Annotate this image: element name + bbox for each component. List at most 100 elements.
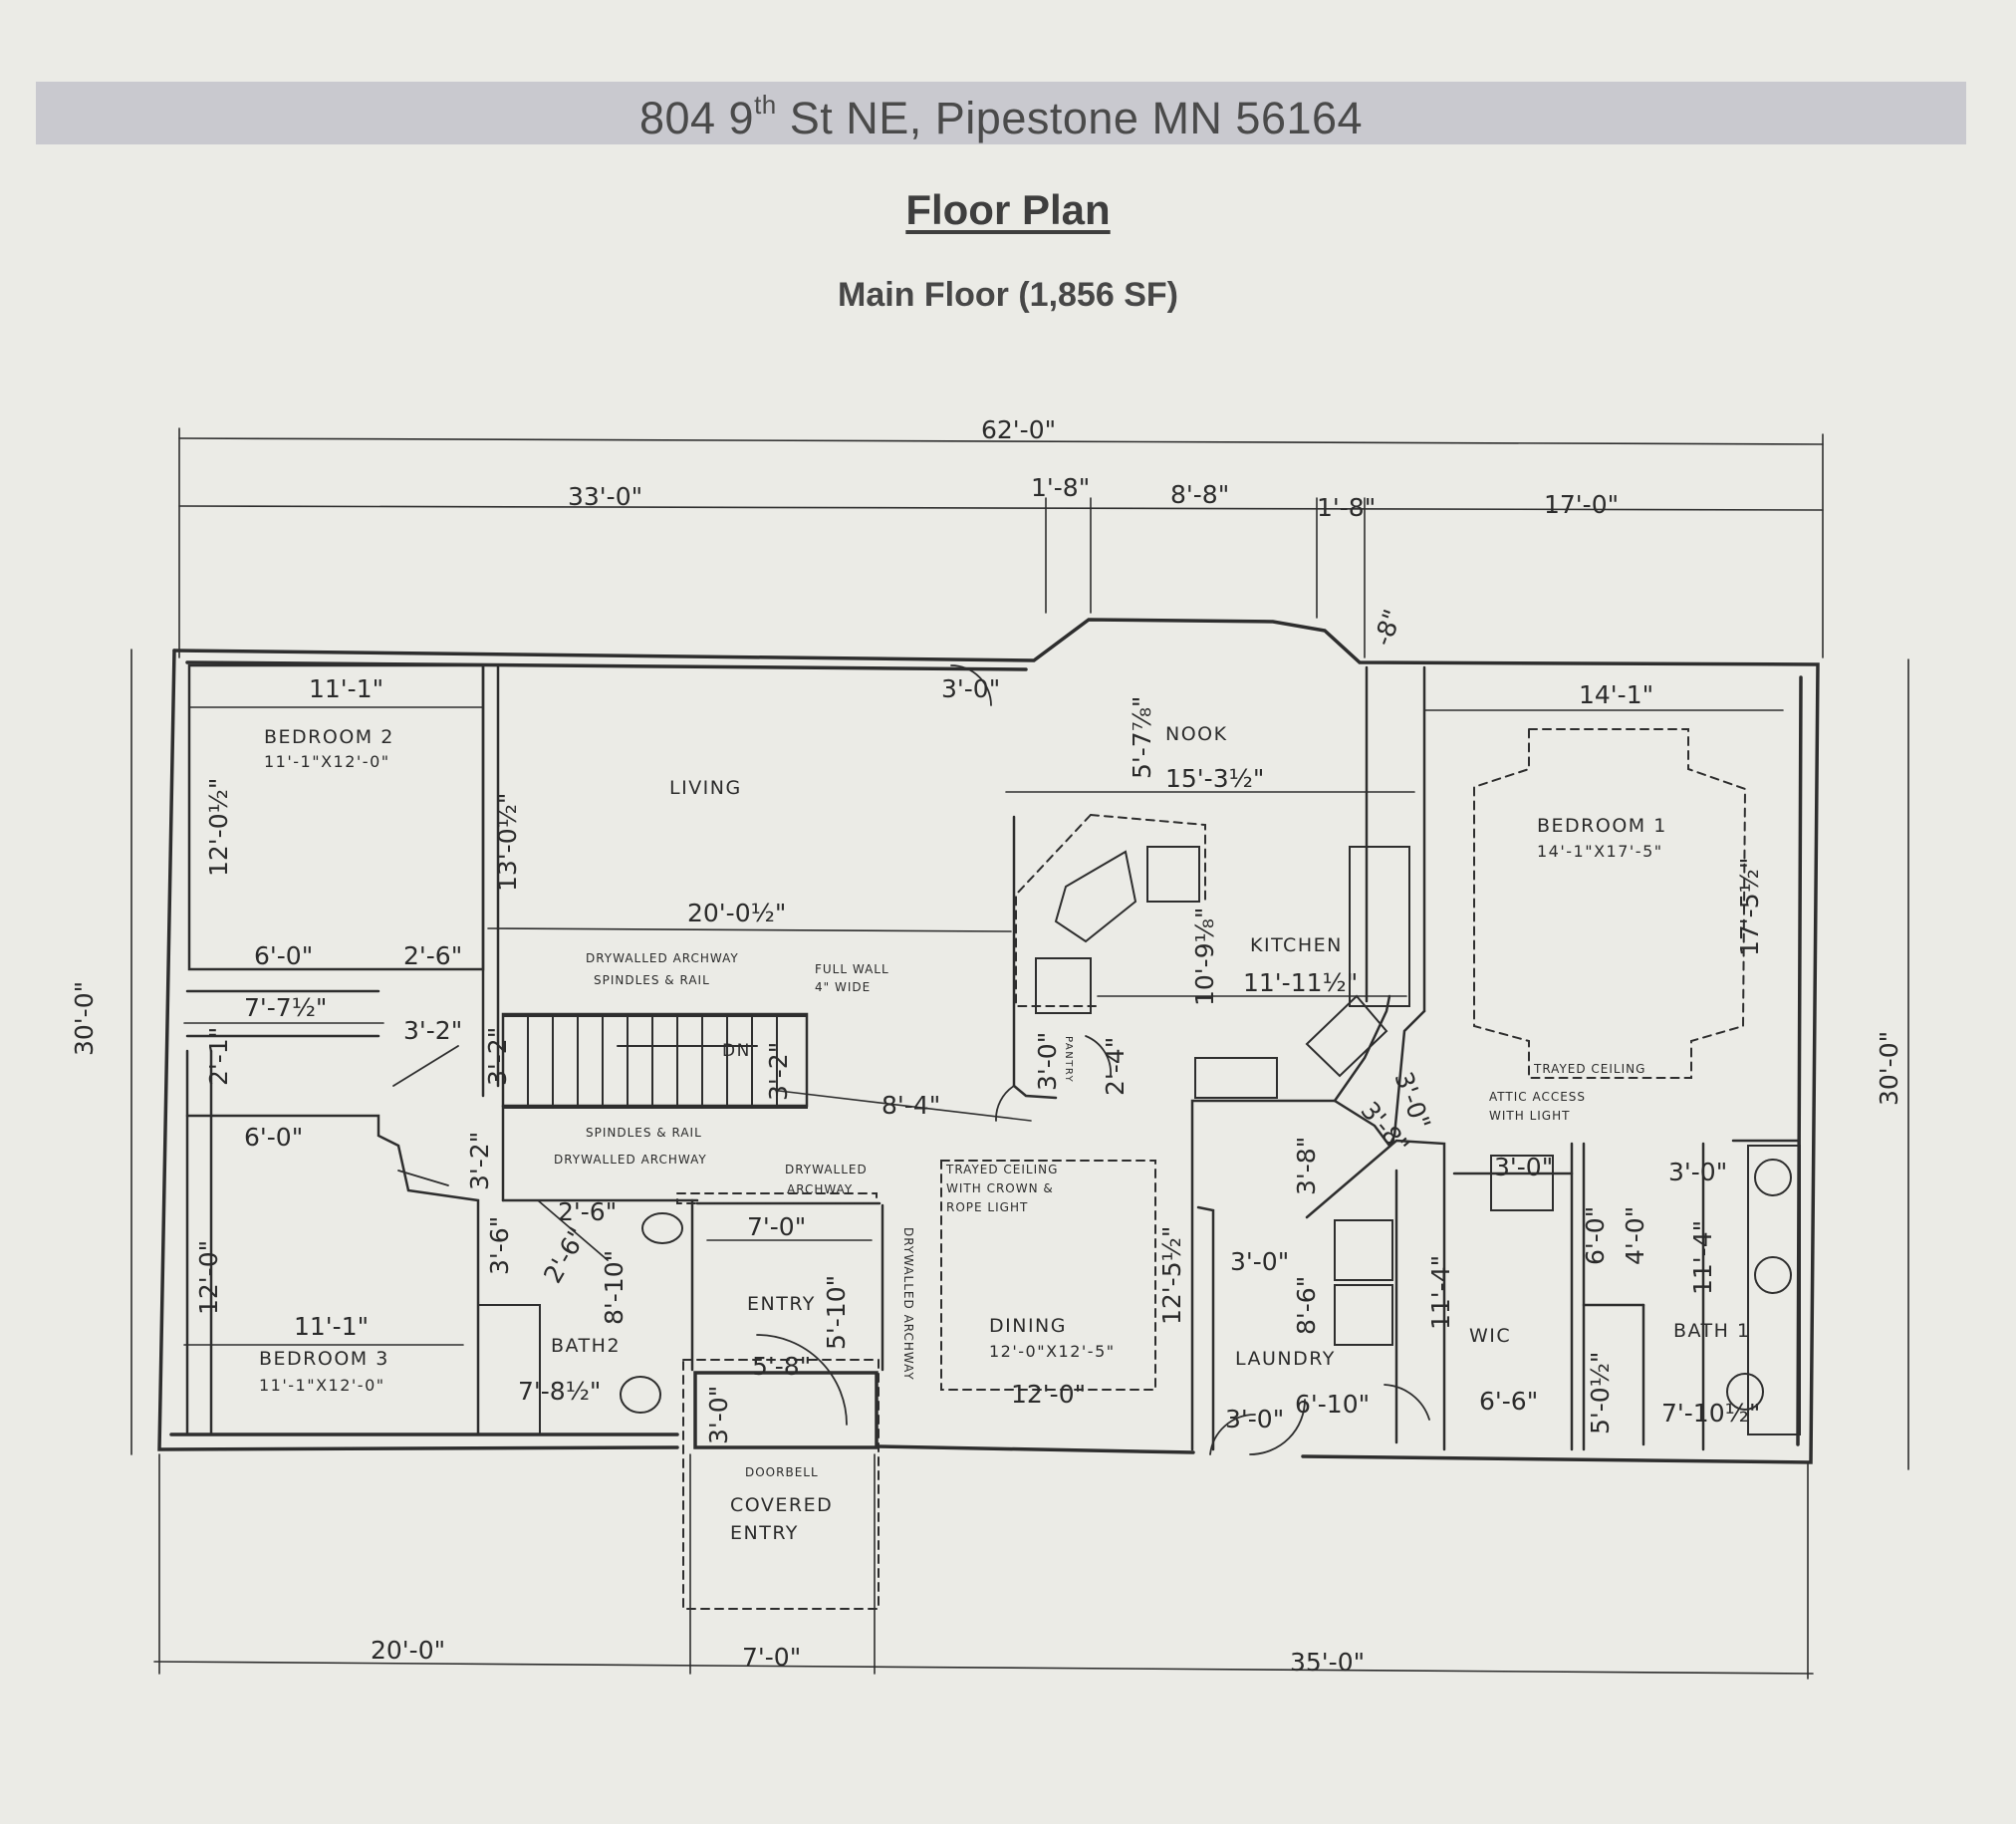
dim-bed2-w: 11'-1" (309, 674, 383, 703)
dim-pantry-3-0: 3'-0" (1033, 1032, 1062, 1091)
address-banner: 804 9th St NE, Pipestone MN 56164 (36, 82, 1966, 144)
fixtures (477, 846, 1801, 1435)
dim-stair-3-2: 3'-2" (764, 1042, 793, 1101)
note-trayed-ceiling-dining: TRAYED CEILING (945, 1163, 1058, 1176)
door-swings (392, 664, 1430, 1455)
stair (502, 1015, 808, 1109)
dim-top-8-8: 8'-8" (1170, 480, 1229, 509)
note-crown-dining: WITH CROWN & (946, 1181, 1054, 1195)
dim-laundry-8-6: 8'-6" (1292, 1276, 1321, 1335)
room-label-living: LIVING (669, 777, 742, 799)
dim-laundry-3-0: 3'-0" (1230, 1247, 1289, 1276)
dim-entry-door: 3'-0" (704, 1386, 733, 1444)
dim-closet-6-0-a: 6'-0" (254, 941, 313, 970)
interior-walls (185, 663, 1800, 1451)
dim-top-17: 17'-0" (1544, 490, 1619, 519)
dim-door-2-6-b: 2'-6" (538, 1222, 593, 1288)
dim-bay-3-0: 3'-0" (941, 674, 1000, 703)
dim-laundry-3-8: 3'-8" (1292, 1137, 1321, 1195)
dim-bay-8: -8" (1368, 606, 1407, 650)
room-size-bedroom3: 11'-1"X12'-0" (259, 1376, 385, 1395)
dim-laundry-door: 3'-0" (1225, 1405, 1284, 1433)
dim-pantry-2-4: 2'-4" (1101, 1037, 1130, 1096)
exterior-walls (157, 618, 1820, 1464)
dim-kitchen-v: 10'-9⅛" (1190, 908, 1219, 1006)
dashed-features (676, 728, 1747, 1610)
dim-bed3-w: 11'-1" (294, 1312, 369, 1341)
dim-bath1-4-0: 4'-0" (1621, 1206, 1649, 1265)
room-label-pantry: PANTRY (1063, 1036, 1074, 1083)
dim-bath2-w: 7'-8½" (518, 1377, 601, 1406)
room-size-dining: 12'-0"X12'-5" (989, 1342, 1116, 1361)
dim-top-1-8-b: 1'-8" (1317, 493, 1376, 522)
room-labels: BEDROOM 2 11'-1"X12'-0" LIVING NOOK KITC… (259, 723, 1751, 1544)
dim-closet-7-7: 7'-7½" (244, 993, 327, 1022)
room-label-bedroom1: BEDROOM 1 (1537, 815, 1667, 837)
dim-top-1-8-a: 1'-8" (1031, 473, 1090, 502)
dim-entry-5-8: 5'-8" (752, 1352, 811, 1381)
note-full-wall-width: 4" WIDE (815, 980, 871, 994)
dim-bottom-35: 35'-0" (1290, 1648, 1365, 1677)
room-label-covered-entry: ENTRY (730, 1522, 799, 1544)
dim-hall-3-2-a: 3'-2" (403, 1016, 462, 1045)
dim-kitchen-w: 11'-11½" (1243, 968, 1358, 997)
dim-bed2-h: 12'-0½" (204, 778, 233, 877)
note-spindles-rail-bottom: SPINDLES & RAIL (586, 1126, 702, 1140)
dim-dining-w: 12'-0" (1011, 1380, 1086, 1409)
dimension-lines (130, 427, 1909, 1680)
dim-wic-door: 3'-0" (1494, 1153, 1553, 1181)
annotation-notes: DRYWALLED ARCHWAY SPINDLES & RAIL FULL W… (554, 951, 1645, 1479)
dim-closet-6-0-b: 6'-0" (244, 1123, 303, 1152)
room-label-bath1: BATH 1 (1673, 1320, 1751, 1342)
room-label-dining: DINING (989, 1315, 1067, 1337)
note-rope-light-dining: ROPE LIGHT (946, 1200, 1028, 1214)
floor-subtitle: Main Floor (1,856 SF) (838, 276, 1178, 314)
room-label-bath2: BATH2 (551, 1335, 621, 1357)
dim-wic-w: 6'-6" (1479, 1387, 1538, 1416)
dim-bath1-h: 11'-4" (1688, 1220, 1717, 1295)
room-label-wic: WIC (1469, 1325, 1511, 1347)
dim-living-w: 20'-0½" (687, 899, 786, 927)
room-label-entry: ENTRY (747, 1293, 816, 1315)
dim-hall-3-2-b: 3'-2" (483, 1027, 512, 1086)
dim-bottom-7: 7'-0" (742, 1643, 801, 1672)
dim-nook-w: 15'-3½" (1165, 764, 1264, 793)
dim-hall-3-2-c: 3'-2" (465, 1132, 494, 1190)
dim-nook-v: 5'-7⅞" (1128, 696, 1156, 779)
dim-dining-h: 12'-5½" (1157, 1226, 1186, 1325)
note-spindles-rail-top: SPINDLES & RAIL (594, 973, 710, 987)
note-drywalled-archway-vertical: DRYWALLED ARCHWAY (901, 1227, 915, 1381)
dim-bed1-w: 14'-1" (1579, 680, 1653, 709)
room-label-nook: NOOK (1165, 723, 1228, 745)
note-attic-access: ATTIC ACCESS (1489, 1090, 1586, 1104)
dim-hall-2-6: 2'-6" (403, 941, 462, 970)
dim-laundry-w: 6'-10" (1295, 1390, 1370, 1419)
dim-wic-h: 11'-4" (1426, 1255, 1455, 1330)
dim-living-h: 13'-0½" (493, 793, 522, 892)
room-label-laundry: LAUNDRY (1235, 1348, 1336, 1370)
dim-right-30: 30'-0" (1875, 1031, 1903, 1106)
note-full-wall: FULL WALL (815, 962, 889, 976)
page-title: Floor Plan (905, 186, 1111, 233)
dim-overall-top: 62'-0" (981, 415, 1056, 444)
room-label-kitchen: KITCHEN (1250, 934, 1343, 956)
dim-bath1-w: 7'-10½" (1661, 1399, 1760, 1428)
note-doorbell: DOORBELL (745, 1465, 819, 1479)
note-drywalled-archway-bottom: DRYWALLED ARCHWAY (554, 1153, 707, 1167)
dim-bath2-h: 8'-10" (600, 1250, 629, 1325)
dim-bath1-door: 3'-0" (1668, 1158, 1727, 1186)
dim-entry-h: 5'-10" (822, 1275, 851, 1350)
note-trayed-ceiling-bed1: TRAYED CEILING (1533, 1062, 1645, 1076)
dim-bed3-h: 12'-0" (194, 1240, 223, 1315)
address-text: 804 9th St NE, Pipestone MN 56164 (638, 90, 1364, 143)
note-attic-light: WITH LIGHT (1489, 1109, 1570, 1123)
room-label-bedroom3: BEDROOM 3 (259, 1348, 389, 1370)
note-drywalled-archway-top: DRYWALLED ARCHWAY (586, 951, 739, 965)
dim-bed1-h: 17'-5½" (1735, 858, 1764, 956)
dim-top-33: 33'-0" (568, 482, 642, 511)
room-size-bedroom2: 11'-1"X12'-0" (264, 752, 390, 771)
dim-left-30: 30'-0" (70, 981, 99, 1056)
dim-entry-w: 7'-0" (747, 1212, 806, 1241)
room-label-bedroom2: BEDROOM 2 (264, 726, 394, 748)
